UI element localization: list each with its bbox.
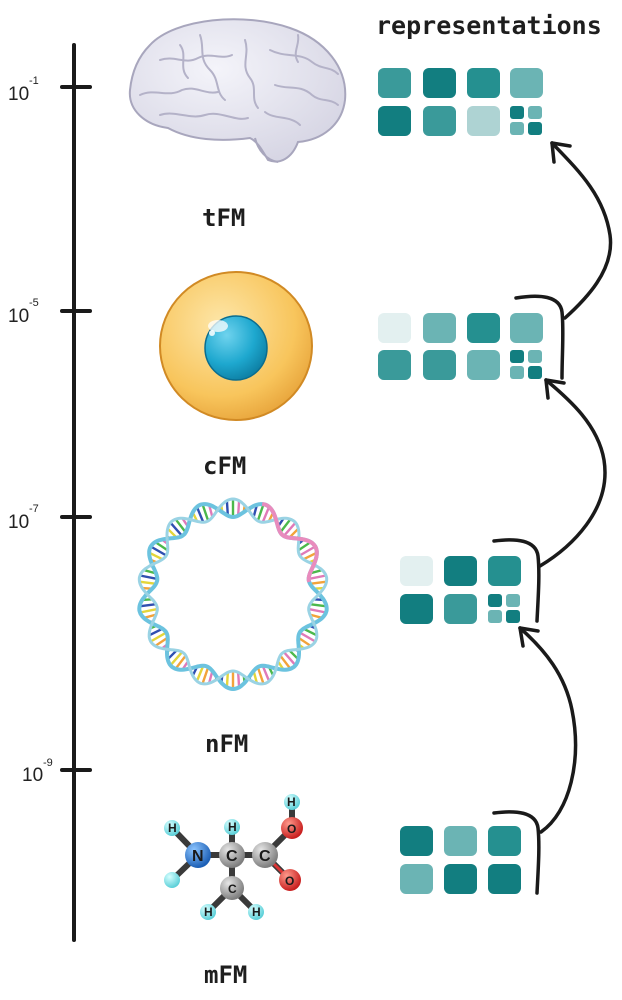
dna-base-pair	[308, 607, 327, 614]
diagram-title: representations	[376, 11, 602, 40]
dna-base-pair	[297, 541, 312, 552]
dna-base-pair	[261, 665, 271, 682]
tick-3: 10 -7	[8, 503, 92, 533]
dna-base-pair	[261, 506, 271, 523]
dna-base-pair	[302, 627, 318, 637]
arrowhead-tfm	[550, 141, 572, 164]
cell-icon	[159, 271, 313, 421]
dna-base-pair	[299, 631, 316, 643]
svg-text:-1: -1	[29, 75, 39, 87]
dna-base-pair	[148, 551, 164, 561]
dna-base-pair	[169, 651, 184, 667]
svg-text:H: H	[252, 905, 261, 919]
dna-base-pair	[256, 666, 265, 685]
svg-text:C: C	[226, 848, 238, 865]
dna-base-pair	[309, 580, 327, 586]
svg-text:O: O	[285, 874, 294, 888]
dna-base-pair	[282, 521, 297, 537]
dna-base-pair	[279, 518, 292, 534]
dna-base-pair	[256, 503, 265, 522]
tick-4: 10 -9	[22, 757, 92, 786]
arrowhead-cfm	[544, 378, 566, 400]
representation-grid-mfm	[400, 826, 521, 894]
dna-base-pair	[174, 654, 187, 670]
svg-text:H: H	[287, 795, 296, 809]
dna-base-pair	[297, 636, 312, 647]
dna-base-pair	[150, 631, 167, 643]
dna-base-pair	[236, 500, 241, 516]
level-label-cfm: cFM	[203, 452, 246, 480]
svg-text:10: 10	[8, 306, 29, 327]
dna-base-pair	[201, 503, 210, 522]
svg-text:10: 10	[8, 84, 29, 105]
representation-grid-cfm	[378, 313, 543, 380]
dna-base-pair	[282, 651, 297, 667]
dna-base-pair	[309, 602, 327, 608]
svg-text:10: 10	[8, 512, 29, 533]
dna-base-pair	[169, 521, 184, 537]
svg-text:H: H	[204, 905, 213, 919]
representation-grid-tfm	[378, 68, 543, 136]
dna-base-pair	[299, 545, 316, 557]
dna-base-pair	[139, 607, 158, 614]
svg-text:C: C	[228, 882, 237, 896]
arrow-mfm-to-nfm	[518, 626, 578, 834]
dna-base-pair	[139, 574, 158, 581]
level-label-nfm: nFM	[205, 730, 248, 758]
bracket-mfm	[492, 810, 541, 895]
dna-base-pair	[154, 636, 169, 647]
svg-text:O: O	[287, 822, 296, 836]
bracket-nfm	[492, 538, 541, 623]
dna-base-pair	[195, 665, 205, 682]
dna-base-pair	[174, 518, 187, 534]
dna-base-pair	[148, 627, 164, 637]
svg-text:10: 10	[22, 765, 43, 786]
tick-1: 10 -1	[8, 75, 92, 105]
svg-text:-5: -5	[29, 297, 39, 309]
arrow-nfm-to-cfm	[538, 378, 607, 568]
dna-base-pair	[139, 602, 157, 608]
svg-text:C: C	[259, 848, 271, 865]
dna-base-pair	[154, 541, 169, 552]
dna-base-pair	[225, 500, 230, 516]
representation-grid-nfm	[400, 556, 521, 624]
dna-strand-highlight	[261, 502, 319, 583]
bracket-cfm	[514, 294, 565, 380]
dna-base-pair	[201, 666, 210, 685]
dna-base-pair	[236, 672, 241, 688]
svg-text:-7: -7	[29, 503, 39, 515]
dna-base-pair	[302, 551, 318, 561]
level-label-tfm: tFM	[202, 204, 245, 232]
tick-2: 10 -5	[8, 297, 92, 327]
level-label-mfm: mFM	[204, 961, 247, 989]
molecule-icon: H O H H N C C O C H H	[164, 794, 303, 920]
dna-base-pair	[195, 506, 205, 523]
arrow-cfm-to-tfm	[550, 141, 613, 320]
dna-base-pair	[279, 654, 292, 670]
dna-ring-icon	[137, 497, 329, 692]
dna-base-pair	[139, 580, 157, 586]
dna-base-pair	[308, 574, 327, 581]
svg-text:H: H	[228, 820, 237, 834]
svg-text:-9: -9	[43, 757, 53, 769]
dna-base-pair	[150, 545, 167, 557]
dna-base-pair	[225, 672, 230, 688]
svg-text:H: H	[168, 821, 177, 835]
brain-icon	[128, 18, 347, 163]
arrowhead-nfm	[518, 626, 540, 648]
svg-text:N: N	[192, 848, 204, 865]
